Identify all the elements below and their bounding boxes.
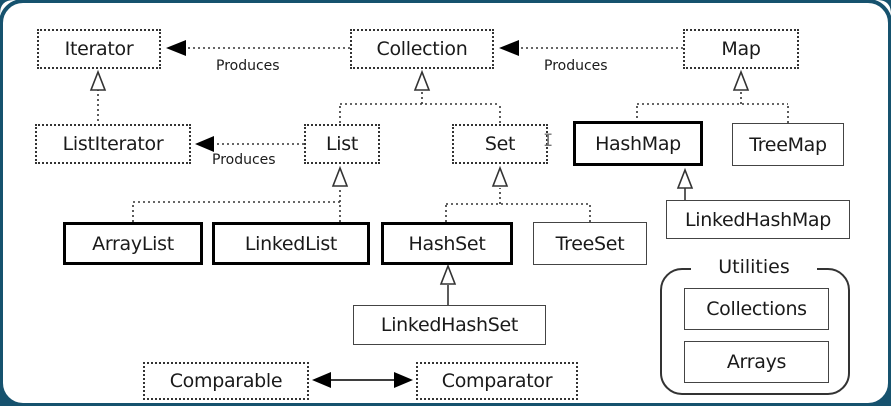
node-list-iterator: ListIterator <box>35 124 191 164</box>
text-cursor-icon: I <box>543 131 554 151</box>
node-linked-list: LinkedList <box>212 222 370 265</box>
node-iterator: Iterator <box>37 29 161 69</box>
inherit-edge-hashset-treeset-set <box>445 165 591 222</box>
node-collections: Collections <box>684 288 829 330</box>
node-linked-hash-map: LinkedHashMap <box>666 200 850 239</box>
label-produces-iterator: Produces <box>214 58 282 74</box>
node-comparator: Comparator <box>416 362 578 400</box>
node-tree-set: TreeSet <box>533 222 647 265</box>
produces-edge-collection-iterator <box>166 40 350 56</box>
inherit-edge-linkedhashset-hashset <box>439 263 457 305</box>
node-set: Set <box>452 124 548 164</box>
node-map: Map <box>683 29 799 69</box>
node-hash-set: HashSet <box>381 222 513 265</box>
inherit-edge-list-set-collection <box>339 69 501 123</box>
node-arrays: Arrays <box>684 341 829 383</box>
inherit-edge-listiterator-iterator <box>89 69 107 126</box>
label-produces-map: Produces <box>542 58 610 74</box>
node-hash-map: HashMap <box>573 121 703 166</box>
label-produces-list-iterator: Produces <box>210 152 278 168</box>
edge-comparable-comparator <box>312 372 413 388</box>
inherit-edge-hashmap-treemap-map <box>636 69 789 123</box>
node-list: List <box>304 124 380 164</box>
inherit-edge-linkedhashmap-hashmap <box>676 167 694 200</box>
node-array-list: ArrayList <box>63 222 203 265</box>
inherit-edge-arraylist-linkedlist-list <box>132 165 349 222</box>
produces-edge-map-collection <box>499 40 683 56</box>
node-comparable: Comparable <box>143 362 309 400</box>
produces-edge-list-listiterator <box>195 136 304 152</box>
node-linked-hash-set: LinkedHashSet <box>353 305 546 345</box>
node-collection: Collection <box>350 29 494 69</box>
node-tree-map: TreeMap <box>732 123 844 166</box>
utilities-title: Utilities <box>691 255 817 279</box>
